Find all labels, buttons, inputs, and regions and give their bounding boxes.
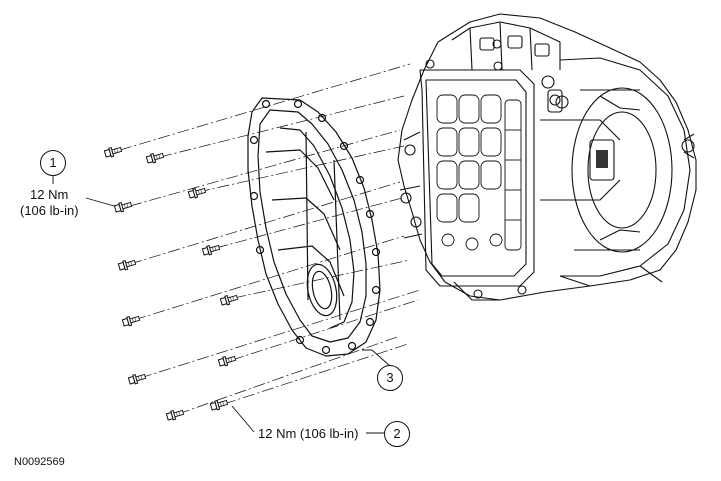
figure-id: N0092569 xyxy=(14,456,65,468)
torque-spec-1-lbin: (106 lb-in) xyxy=(20,203,79,218)
torque-spec-2: 12 Nm (106 lb-in) xyxy=(258,426,359,441)
callout-2: 2 xyxy=(384,421,410,447)
transmission-assembly xyxy=(397,13,697,301)
callout-3: 3 xyxy=(377,365,403,391)
bolts xyxy=(103,144,239,422)
cover-plate xyxy=(247,97,381,357)
callout-1: 1 xyxy=(40,150,66,176)
alignment-lines xyxy=(119,63,421,415)
torque-spec-1-nm: 12 Nm xyxy=(30,187,69,202)
leader-lines xyxy=(52,174,391,434)
